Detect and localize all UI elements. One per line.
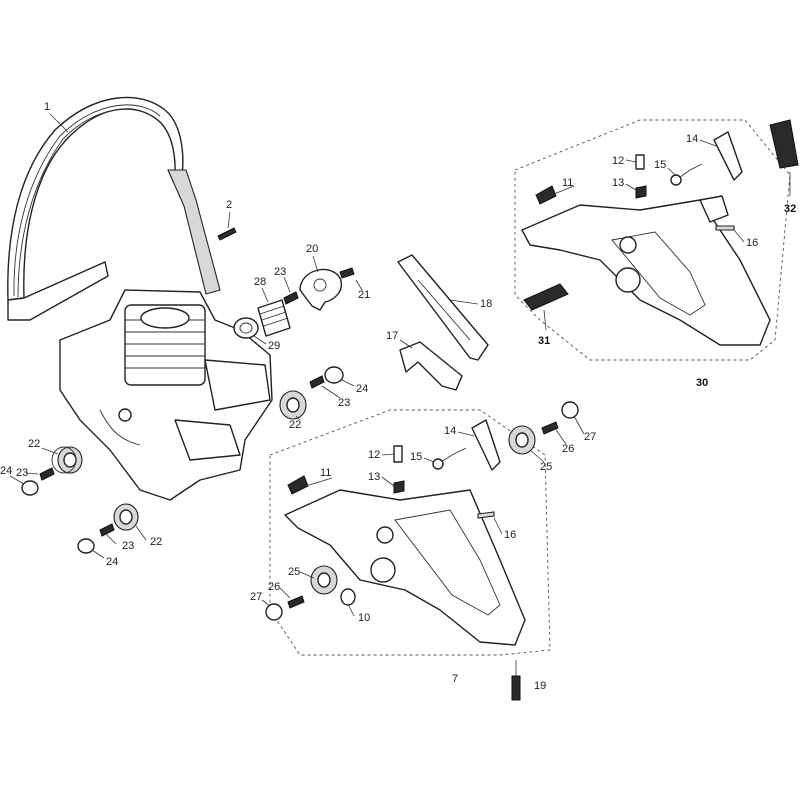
pad-32: [769, 119, 799, 196]
callout-16-lower: 16: [504, 529, 516, 541]
bolt-19: [511, 660, 521, 701]
washer-27-lower: [265, 603, 283, 621]
pin-12-lower: [393, 445, 403, 463]
damper-22-mid: [279, 390, 307, 420]
trigger-14-upper: [713, 131, 743, 181]
callout-20: 20: [306, 243, 318, 255]
callout-19: 19: [534, 680, 546, 692]
callout-31: 31: [538, 335, 550, 347]
callout-17: 17: [386, 330, 398, 342]
screw-26-lower: [287, 595, 305, 609]
callout-16-upper: 16: [746, 237, 758, 249]
screw-13-lower: [393, 480, 405, 494]
bracket-20: [299, 255, 342, 311]
callout-labels: 1 2 7 10 11 11 12 12 13 13 14 14 15 15 1…: [0, 101, 796, 692]
lever-11-upper: [535, 185, 557, 205]
pin-16-upper: [715, 225, 735, 231]
callout-23-bottom: 23: [122, 540, 134, 552]
callout-26-upper: 26: [562, 443, 574, 455]
callout-11-lower: 11: [320, 467, 331, 479]
callout-24-right: 24: [356, 383, 368, 395]
leader-lines: [9, 113, 745, 617]
callout-11-upper: 11: [562, 177, 573, 189]
pin-12-upper: [635, 154, 645, 170]
callout-28: 28: [254, 276, 266, 288]
callout-23-left: 23: [16, 467, 28, 479]
callout-14-upper: 14: [686, 133, 698, 145]
front-handlebar: [7, 96, 221, 321]
callout-22-left: 22: [28, 438, 40, 450]
callout-30: 30: [696, 377, 708, 389]
screw-13-upper: [635, 185, 647, 199]
rear-handle-lower: [284, 489, 526, 646]
callout-14-lower: 14: [444, 425, 456, 437]
callout-15-upper: 15: [654, 159, 666, 171]
callout-24-bottom: 24: [106, 556, 118, 568]
callout-21: 21: [358, 289, 370, 301]
callout-26-lower: 26: [268, 581, 280, 593]
screw-23-set: [39, 375, 325, 537]
spring-15-lower: [432, 447, 467, 470]
callout-12-upper: 12: [612, 155, 624, 167]
washer-24-left: [21, 480, 39, 496]
damper-25-upper: [508, 425, 536, 455]
callout-15-lower: 15: [410, 451, 422, 463]
trigger-14-lower: [471, 419, 501, 471]
bellow-28: [257, 287, 291, 337]
callout-22-mid: 22: [289, 419, 301, 431]
spring-15-upper: [670, 163, 703, 186]
engine-assembly: [59, 289, 273, 501]
callout-27-lower: 27: [250, 591, 262, 603]
damper-22-left: [51, 446, 83, 474]
callout-13-lower: 13: [368, 471, 380, 483]
callout-18: 18: [480, 298, 492, 310]
dashed-box-30: [514, 119, 791, 361]
rear-handle-upper: [521, 195, 771, 346]
washer-27-upper: [561, 401, 579, 419]
callout-25-upper: 25: [540, 461, 552, 473]
callout-12-lower: 12: [368, 449, 380, 461]
cap-29: [233, 317, 259, 339]
washer-24-right: [324, 366, 344, 384]
callout-27-upper: 27: [584, 431, 596, 443]
callout-23-top: 23: [274, 266, 286, 278]
callout-7: 7: [452, 673, 458, 685]
bolt-2: [217, 211, 237, 241]
callout-23-mid: 23: [338, 397, 350, 409]
dashed-box-7: [269, 409, 551, 656]
callout-2: 2: [226, 199, 232, 211]
callout-10: 10: [358, 612, 370, 624]
screw-26-upper: [541, 421, 559, 435]
callout-22-bottom: 22: [150, 536, 162, 548]
clip-17: [399, 341, 463, 391]
pin-16-lower: [477, 511, 495, 519]
callout-1: 1: [44, 101, 50, 113]
damper-22-bottom: [113, 503, 139, 531]
plate-18: [397, 254, 489, 361]
damper-25-lower: [310, 565, 338, 595]
callout-25-lower: 25: [288, 566, 300, 578]
callout-24-left: 24: [0, 465, 12, 477]
screw-23-top: [283, 291, 299, 305]
washer-24-bottom: [77, 538, 95, 554]
lever-11-lower: [287, 475, 309, 495]
spacer-10: [340, 588, 356, 606]
screw-21: [339, 267, 363, 291]
callout-32: 32: [784, 203, 796, 215]
pad-31: [523, 283, 569, 331]
callout-29: 29: [268, 340, 280, 352]
callout-13-upper: 13: [612, 177, 624, 189]
